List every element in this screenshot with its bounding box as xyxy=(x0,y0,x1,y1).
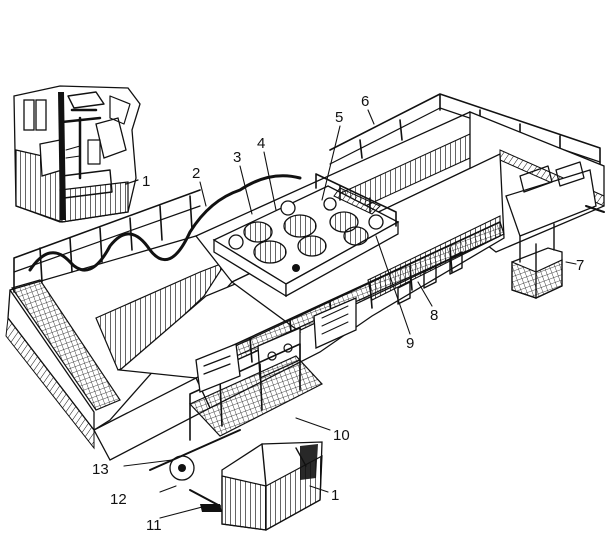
callout-1-inset: 1 xyxy=(142,173,150,190)
callout-1-cab: 1 xyxy=(331,487,339,504)
leader-inset-1 xyxy=(125,179,139,185)
callout-3: 3 xyxy=(233,149,241,166)
maintenance-basket xyxy=(511,223,563,299)
callout-13: 13 xyxy=(92,461,109,478)
bridge-structure xyxy=(5,93,605,512)
leader-3 xyxy=(239,165,253,215)
leader-2 xyxy=(199,181,207,207)
callout-12: 12 xyxy=(110,491,127,508)
callout-6: 6 xyxy=(361,93,369,110)
inset-cab-interior xyxy=(13,85,141,223)
operator-cab xyxy=(221,441,323,532)
leader-13 xyxy=(123,459,173,467)
leader-7 xyxy=(565,261,577,265)
hoist-drums xyxy=(228,197,384,272)
trolley-assembly xyxy=(212,173,400,298)
leader-11 xyxy=(159,505,207,519)
leader-12 xyxy=(159,485,177,493)
callout-7: 7 xyxy=(576,257,584,274)
leader-4 xyxy=(263,151,277,211)
leader-8 xyxy=(417,281,433,307)
callout-9: 9 xyxy=(406,335,414,352)
leader-10 xyxy=(295,417,331,431)
callout-11: 11 xyxy=(146,517,162,534)
callout-8: 8 xyxy=(430,307,438,324)
callout-2: 2 xyxy=(192,165,200,182)
callout-5: 5 xyxy=(335,109,343,126)
leader-1-cab xyxy=(309,485,329,493)
callout-labels: 1 2 3 4 5 6 7 8 9 10 1 11 12 13 xyxy=(92,93,584,534)
leader-5 xyxy=(321,125,341,201)
callout-10: 10 xyxy=(333,427,350,444)
callout-4: 4 xyxy=(257,135,265,152)
callout-leaders xyxy=(123,109,577,519)
leader-9 xyxy=(375,235,411,335)
leader-6 xyxy=(367,109,375,125)
